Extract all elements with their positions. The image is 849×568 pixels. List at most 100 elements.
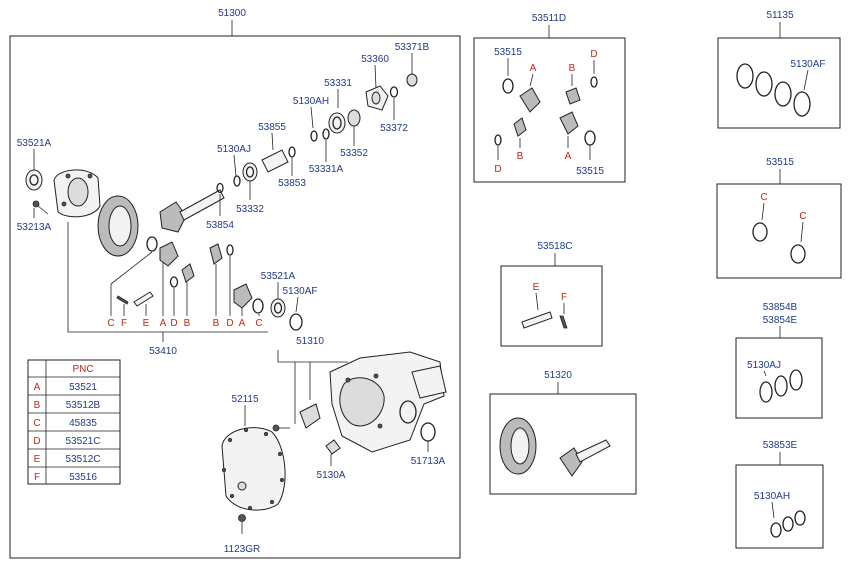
bearing-53521A-left[interactable] — [25, 169, 43, 191]
washer-53854[interactable] — [216, 182, 224, 194]
pnc-value-b[interactable]: 53512B — [66, 400, 101, 411]
kit-53511D-a-top[interactable]: A — [530, 63, 537, 74]
kit-53854B-title-1[interactable]: 53854B — [763, 302, 798, 313]
kit-51320-title[interactable]: 51320 — [544, 370, 572, 381]
kit-53511D-a-bottom[interactable]: A — [565, 151, 572, 162]
label-53855[interactable]: 53855 — [258, 122, 286, 133]
kit-53511D-b-top[interactable]: B — [569, 63, 576, 74]
code-letter-left-2[interactable]: F — [121, 318, 127, 329]
label-53331A[interactable]: 53331A — [309, 164, 344, 175]
label-53331[interactable]: 53331 — [324, 78, 352, 89]
kit-53511D-label-53515-top[interactable]: 53515 — [494, 47, 522, 58]
label-1123GR[interactable]: 1123GR — [224, 544, 261, 555]
label-51310[interactable]: 51310 — [296, 336, 324, 347]
kit-51320-drive-pinion[interactable] — [559, 439, 611, 477]
side-gear-A[interactable] — [159, 241, 179, 267]
kit-53518C-f[interactable]: F — [561, 292, 567, 303]
code-letter-right-2[interactable]: D — [226, 318, 233, 329]
ring-gear[interactable] — [97, 195, 139, 257]
kit-53518C-e[interactable]: E — [533, 282, 540, 293]
label-52115[interactable]: 52115 — [231, 394, 259, 405]
kit-53511D-d-top[interactable]: D — [590, 49, 597, 60]
kit-51135-label[interactable]: 5130AF — [790, 59, 825, 70]
label-53332[interactable]: 53332 — [236, 204, 264, 215]
code-letter-left-4[interactable]: A — [160, 318, 167, 329]
kit-53515-c2[interactable]: C — [799, 211, 806, 222]
code-letter-left-3[interactable]: E — [143, 318, 150, 329]
label-53853[interactable]: 53853 — [278, 178, 306, 189]
code-letter-left-6[interactable]: B — [184, 318, 191, 329]
label-5130A[interactable]: 5130A — [317, 470, 346, 481]
washer-53853[interactable] — [288, 146, 296, 158]
pnc-value-a[interactable]: 53521 — [69, 382, 97, 393]
label-53371B[interactable]: 53371B — [395, 42, 430, 53]
differential-case[interactable] — [53, 169, 101, 218]
label-5130AJ[interactable]: 5130AJ — [217, 144, 251, 155]
kit-53511D-title[interactable]: 53511D — [532, 13, 566, 24]
kit-53515-frame — [716, 183, 842, 279]
side-gear-A2[interactable] — [233, 283, 253, 309]
code-letter-right-4[interactable]: C — [255, 318, 262, 329]
pinion-gear-B2[interactable] — [209, 243, 223, 265]
axle-housing-51310[interactable] — [329, 351, 447, 453]
pinion-gear-B[interactable] — [181, 263, 195, 283]
thrust-washer-D2[interactable] — [226, 244, 234, 256]
drive-pinion[interactable] — [159, 189, 225, 233]
vent-bracket[interactable] — [299, 403, 321, 429]
washer-53372[interactable] — [389, 86, 399, 98]
label-5130AF[interactable]: 5130AF — [282, 286, 317, 297]
label-53521A-mid[interactable]: 53521A — [261, 271, 296, 282]
bearing-53331[interactable] — [328, 112, 346, 134]
label-53410[interactable]: 53410 — [149, 346, 177, 357]
label-53360[interactable]: 53360 — [361, 54, 389, 65]
seal-53352[interactable] — [347, 109, 361, 127]
label-53521A-top[interactable]: 53521A — [17, 138, 52, 149]
kit-51135-title[interactable]: 51135 — [766, 10, 794, 21]
code-letter-right-1[interactable]: B — [213, 318, 220, 329]
pnc-value-f[interactable]: 53516 — [69, 472, 97, 483]
kit-53854B-title-2[interactable]: 53854E — [763, 315, 798, 326]
pinion-shaft-E[interactable] — [133, 291, 154, 307]
label-51713A[interactable]: 51713A — [411, 456, 446, 467]
seal-51713A[interactable] — [420, 422, 436, 442]
collapsible-spacer-53855[interactable] — [261, 149, 289, 173]
drain-plug-5130A[interactable] — [325, 439, 341, 455]
code-letter-left-1[interactable]: C — [107, 318, 114, 329]
pnc-value-e[interactable]: 53512C — [65, 454, 100, 465]
kit-53853E-title[interactable]: 53853E — [763, 440, 798, 451]
kit-53853E-label[interactable]: 5130AH — [754, 491, 790, 502]
kit-53515-title[interactable]: 53515 — [766, 157, 794, 168]
kit-53518C-title[interactable]: 53518C — [537, 241, 572, 252]
bearing-53332[interactable] — [242, 162, 258, 182]
lock-pin-F[interactable] — [116, 295, 129, 305]
oring-5130AF[interactable] — [289, 313, 303, 331]
bolt-1123GR[interactable] — [238, 514, 246, 535]
thrust-washer-C2[interactable] — [252, 298, 264, 314]
label-53352[interactable]: 53352 — [340, 148, 368, 159]
kit-53515-c1[interactable]: C — [760, 192, 767, 203]
bearing-53521A-right[interactable] — [270, 298, 286, 318]
bolt-53213A[interactable] — [32, 200, 49, 215]
thrust-washer-C[interactable] — [146, 236, 158, 252]
main-assembly-title[interactable]: 51300 — [218, 8, 246, 19]
pnc-value-c[interactable]: 45835 — [69, 418, 97, 429]
code-letter-left-5[interactable]: D — [170, 318, 177, 329]
spacer-53331A[interactable] — [322, 128, 330, 140]
code-letter-right-3[interactable]: A — [239, 318, 246, 329]
kit-53511D-b-bottom[interactable]: B — [517, 151, 524, 162]
label-53372[interactable]: 53372 — [380, 123, 408, 134]
label-53854[interactable]: 53854 — [206, 220, 234, 231]
pnc-value-d[interactable]: 53521C — [65, 436, 100, 447]
kit-53854B-label[interactable]: 5130AJ — [747, 360, 781, 371]
oring-5130AH[interactable] — [310, 130, 318, 142]
nut-53371B[interactable] — [406, 73, 418, 87]
kit-53511D-label-53515-bottom[interactable]: 53515 — [576, 166, 604, 177]
rear-cover-52115[interactable] — [221, 427, 286, 511]
thrust-washer-D[interactable] — [169, 276, 179, 288]
kit-51320-ring-gear[interactable] — [499, 417, 537, 475]
kit-53511D-d-bottom[interactable]: D — [494, 164, 501, 175]
label-5130AH[interactable]: 5130AH — [293, 96, 329, 107]
label-53213A[interactable]: 53213A — [17, 222, 52, 233]
oring-5130AJ[interactable] — [233, 175, 241, 187]
plug-bolt-left[interactable] — [272, 424, 280, 432]
